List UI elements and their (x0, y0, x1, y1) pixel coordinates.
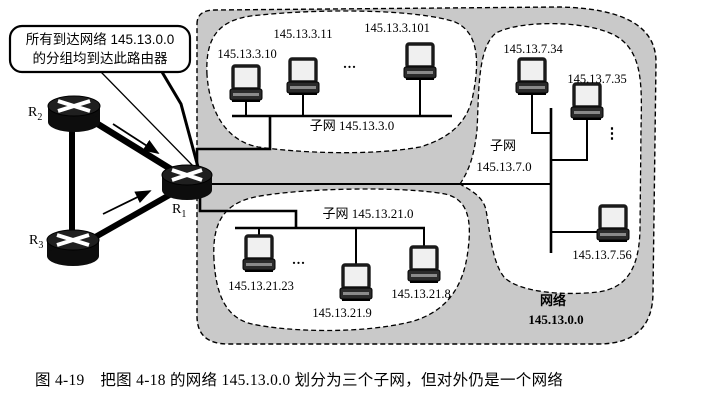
host-label: 145.13.21.23 (228, 279, 294, 293)
host-label: 145.13.3.11 (273, 27, 333, 41)
router-r2-icon (47, 95, 101, 132)
router-r3-icon (46, 229, 100, 266)
r1-subnet21-link (198, 192, 298, 228)
host-icon (514, 57, 550, 97)
link-r3-r1 (88, 186, 182, 243)
callout-pointer-thin (100, 71, 196, 169)
hosts-ellipsis: ... (343, 57, 357, 72)
callout-line1: 所有到达网络 145.13.0.0 (25, 32, 175, 47)
host-label: 145.13.7.35 (567, 72, 627, 86)
host-icon (406, 245, 442, 285)
host-label: 145.13.7.34 (503, 42, 563, 56)
router-label-r1: R1 (172, 202, 187, 220)
host-drop (531, 94, 551, 134)
host-drop (551, 119, 588, 161)
host-icon (402, 42, 438, 82)
host-icon (285, 57, 321, 97)
host-label: 145.13.21.8 (391, 287, 451, 301)
flow-arrow-to-r1-upper (112, 123, 160, 154)
subnet3-label: 子网 145.13.3.0 (309, 118, 395, 133)
router-label-r2: R2 (28, 105, 43, 123)
host-icon (241, 234, 277, 274)
link-r2-r1 (86, 115, 184, 179)
host-icon (338, 263, 374, 303)
callout-pointer-thick (160, 71, 200, 168)
hosts-ellipsis: ... (292, 253, 306, 268)
network-label-line2: 145.13.0.0 (528, 312, 584, 327)
subnet21-label: 子网 145.13.21.0 (322, 206, 414, 221)
router-r1-icon (161, 164, 213, 200)
subnet7-label-line2: 145.13.7.0 (476, 159, 532, 174)
router-label-r3: R3 (29, 233, 44, 251)
subnet21-blob (213, 188, 471, 332)
host-label: 145.13.21.9 (312, 306, 372, 320)
subnet7-label-line1: 子网 (489, 138, 517, 153)
network-label-line1: 网络 (539, 293, 567, 308)
figure-caption: 图 4-19 把图 4-18 的网络 145.13.0.0 划分为三个子网，但对… (35, 372, 564, 389)
host-label: 145.13.7.56 (572, 248, 632, 262)
host-icon (228, 64, 264, 104)
callout-text: 所有到达网络 145.13.0.0 的分组均到达此路由器 (12, 30, 188, 68)
hosts-vertical-ellipsis: ⋮ (604, 126, 620, 142)
host-label: 145.13.3.101 (364, 21, 430, 35)
callout-line2: 的分组均到达此路由器 (32, 51, 168, 66)
flow-arrow-to-r1-lower (102, 190, 152, 215)
host-icon (595, 204, 631, 244)
host-icon (569, 82, 605, 122)
callout-bubble (8, 24, 192, 74)
host-label: 145.13.3.10 (217, 47, 277, 61)
